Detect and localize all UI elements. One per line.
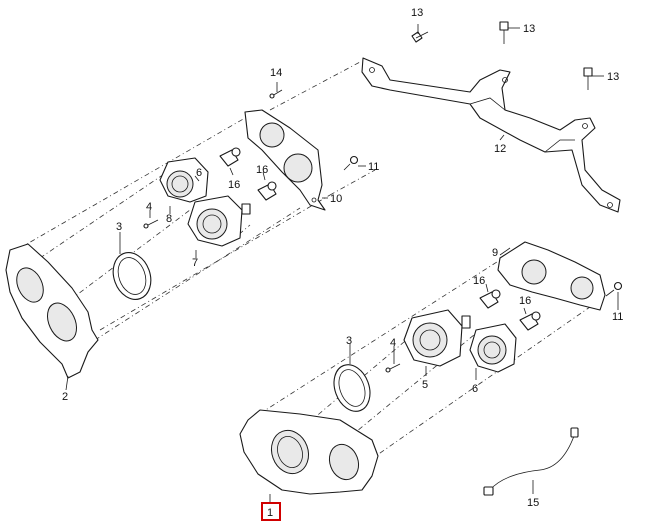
leader-lines xyxy=(65,24,619,502)
callout-5: 5 xyxy=(422,379,428,391)
callout-4-b: 4 xyxy=(390,337,396,349)
callout-16-d: 16 xyxy=(519,295,531,307)
wire-harness-part-15 xyxy=(483,427,579,496)
bolt-13-b xyxy=(499,21,509,44)
bulb-16-c xyxy=(479,289,501,309)
bulb-16-a xyxy=(219,147,241,167)
callout-13-c: 13 xyxy=(607,71,619,83)
callout-11-a: 11 xyxy=(368,161,379,173)
lamp-bracket-part-9 xyxy=(497,241,606,311)
callout-13-a: 13 xyxy=(411,7,423,19)
callout-2: 2 xyxy=(62,391,68,403)
bulb-16-b xyxy=(257,181,277,201)
callout-8: 8 xyxy=(166,213,172,225)
callout-16-a: 16 xyxy=(228,179,240,191)
callout-1-highlight xyxy=(261,502,281,521)
screw-11-a xyxy=(343,155,359,171)
callout-3-a: 3 xyxy=(116,221,122,233)
lamp-part-5 xyxy=(403,309,471,367)
lamp-part-8 xyxy=(469,323,517,373)
callout-16-b: 16 xyxy=(256,164,268,176)
callout-14: 14 xyxy=(270,67,282,79)
callout-6: 6 xyxy=(196,167,202,179)
callout-12: 12 xyxy=(494,143,506,155)
callout-10: 10 xyxy=(330,193,342,205)
ring-part-3-b xyxy=(333,364,371,412)
callout-9: 9 xyxy=(492,247,498,259)
bulb-16-d xyxy=(519,311,541,331)
callout-16-c: 16 xyxy=(473,275,485,287)
bezel-part-2 xyxy=(5,243,99,379)
lamp-part-7 xyxy=(187,195,251,247)
bracket-part-12 xyxy=(361,57,621,213)
bolt-13-c xyxy=(583,67,593,90)
screw-4-b xyxy=(385,363,401,373)
bezel-part-1 xyxy=(239,409,379,495)
bolt-13-a xyxy=(411,31,429,43)
callout-15: 15 xyxy=(527,497,539,509)
lamp-bracket-part-10 xyxy=(244,109,326,211)
screw-4-a xyxy=(143,219,159,229)
callout-13-b: 13 xyxy=(523,23,535,35)
callout-11-b: 11 xyxy=(612,311,623,323)
callout-7: 7 xyxy=(192,257,198,269)
callout-labels: 13 13 13 14 12 11 10 16 16 6 4 8 3 7 2 9… xyxy=(62,7,623,521)
callout-6-lower: 6 xyxy=(472,383,478,395)
lamp-part-6 xyxy=(159,157,209,203)
ring-part-3-a xyxy=(112,252,152,300)
callout-4-a: 4 xyxy=(146,201,152,213)
bolt-14 xyxy=(269,89,283,99)
screw-11-b xyxy=(605,281,623,297)
callout-1: 1 xyxy=(267,507,273,519)
callout-3-b: 3 xyxy=(346,335,352,347)
